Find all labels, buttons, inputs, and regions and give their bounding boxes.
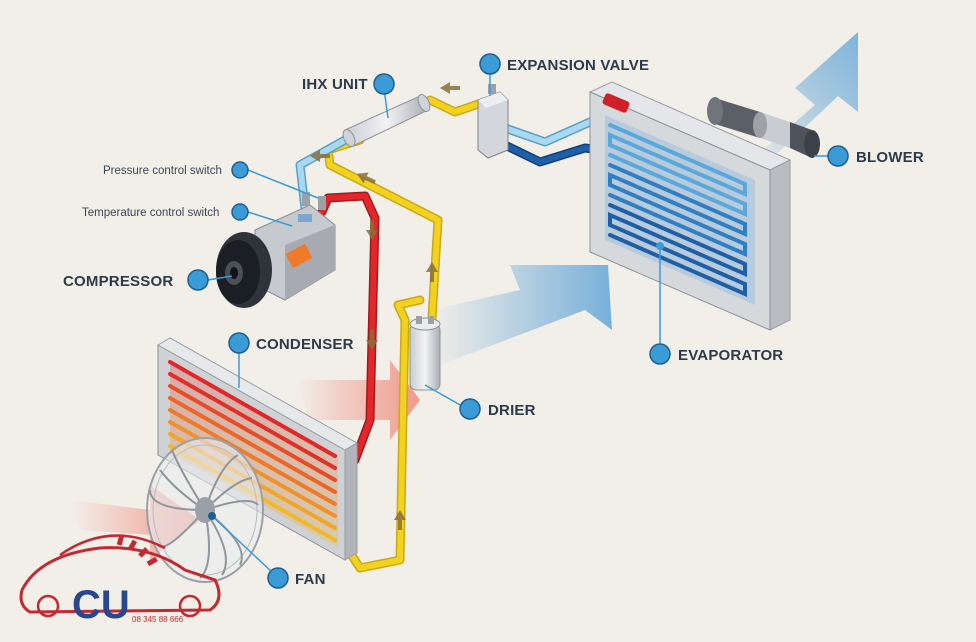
label-temperature-control-switch: Temperature control switch xyxy=(82,203,293,227)
fan-label: FAN xyxy=(295,571,326,588)
label-compressor: COMPRESSOR xyxy=(63,269,233,291)
label-expansion-valve: EXPANSION VALVE xyxy=(479,53,649,96)
blower-air-arrow xyxy=(740,32,858,170)
pipe-flow-arrows xyxy=(310,82,460,530)
ihx-unit-label: IHX UNIT xyxy=(302,76,368,93)
evaporator-line-darkblue xyxy=(500,140,605,167)
expansion-valve-label: EXPANSION VALVE xyxy=(507,57,649,74)
compressor xyxy=(216,192,336,308)
blower-label: BLOWER xyxy=(856,149,924,166)
evaporator-label: EVAPORATOR xyxy=(678,347,783,364)
label-condenser: CONDENSER xyxy=(228,332,354,388)
label-fan: FAN xyxy=(208,512,326,589)
temperature-control-switch-label: Temperature control switch xyxy=(82,207,219,219)
expansion-valve xyxy=(477,84,509,159)
fan xyxy=(146,437,264,583)
label-pressure-control-switch: Pressure control switch xyxy=(103,161,319,199)
blower xyxy=(707,97,820,158)
logo-letters: CU xyxy=(72,583,130,627)
hot-air-arrow-upper xyxy=(295,360,420,440)
evaporator xyxy=(588,81,792,331)
ihx-unit xyxy=(342,94,431,147)
condenser xyxy=(156,337,359,561)
label-evaporator: EVAPORATOR xyxy=(649,242,783,365)
label-ihx-unit: IHX UNIT xyxy=(302,73,395,119)
drier xyxy=(409,316,441,391)
pressure-control-switch-label: Pressure control switch xyxy=(103,165,222,177)
compressor-label: COMPRESSOR xyxy=(63,273,173,290)
logo-phone: 08 345 88 666 xyxy=(132,615,184,624)
label-blower: BLOWER xyxy=(814,145,924,167)
speedometer-ticks-icon xyxy=(116,534,158,567)
cold-air-arrow xyxy=(430,265,612,365)
label-drier: DRIER xyxy=(424,384,536,420)
drier-label: DRIER xyxy=(488,402,536,419)
watermark-logo: CU 08 345 88 666 xyxy=(19,534,221,627)
condenser-label: CONDENSER xyxy=(256,336,354,353)
